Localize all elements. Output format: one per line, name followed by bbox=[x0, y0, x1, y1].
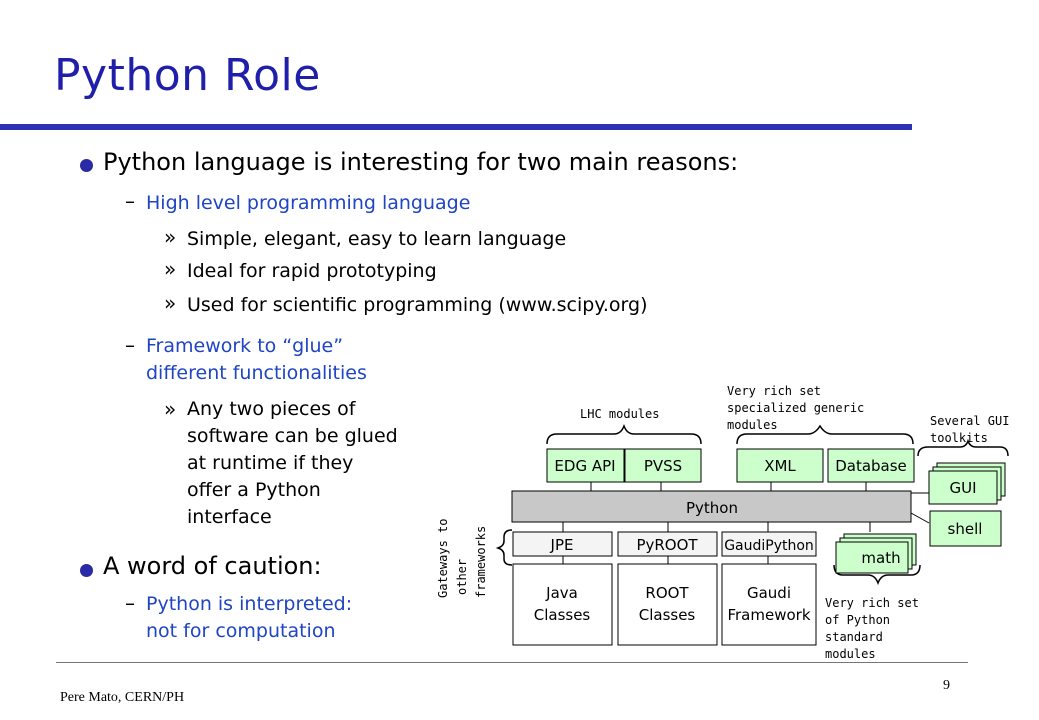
bullet-main-1: Python language is interesting for two m… bbox=[103, 148, 739, 176]
annotation-line: toolkits bbox=[930, 431, 988, 445]
slide-title: Python Role bbox=[54, 50, 321, 101]
sub2-item-line: Any two pieces of bbox=[187, 398, 356, 420]
dash-marker: – bbox=[125, 189, 135, 213]
lhc-modules-label: LHC modules bbox=[580, 407, 659, 421]
framework-label: Framework bbox=[727, 606, 810, 624]
database-box bbox=[827, 448, 915, 483]
annotation-line: Very rich set bbox=[825, 596, 919, 610]
bullet-main-2: A word of caution: bbox=[103, 552, 322, 580]
python-label: Python bbox=[686, 499, 738, 517]
annotation-line: modules bbox=[825, 647, 876, 661]
title-underline bbox=[0, 124, 912, 130]
sub2-item-line: software can be glued bbox=[187, 425, 398, 447]
dash-marker: – bbox=[125, 333, 135, 357]
sub2-item-line: interface bbox=[187, 506, 272, 528]
sub-bullet-1: High level programming language bbox=[146, 192, 471, 214]
annotation-line: Several GUI bbox=[930, 414, 1009, 428]
sub2-item: Any two pieces of software can be glued … bbox=[187, 396, 398, 531]
stdlib-bracket bbox=[833, 564, 921, 586]
module-label: XML bbox=[764, 457, 796, 475]
gaudi-framework-box bbox=[721, 563, 817, 646]
pvss-box bbox=[624, 448, 702, 483]
sub-bullet-2-line: different functionalities bbox=[146, 362, 367, 384]
shell-label: shell bbox=[948, 520, 983, 538]
gui-box bbox=[928, 470, 998, 505]
sub-bullet-2-line: Framework to “glue” bbox=[146, 335, 344, 357]
annotation-line: other bbox=[455, 559, 469, 595]
gateway-label: GaudiPython bbox=[724, 538, 814, 554]
raquo-marker: » bbox=[164, 397, 177, 421]
annotation-line: Gateways to bbox=[436, 519, 450, 598]
annotation-line: frameworks bbox=[474, 526, 488, 598]
java-classes-box bbox=[512, 563, 613, 646]
gateway-label: JPE bbox=[550, 536, 574, 554]
pyroot-box bbox=[617, 531, 718, 557]
jpe-box bbox=[512, 531, 613, 557]
footer-divider bbox=[56, 662, 968, 663]
xml-box bbox=[736, 448, 824, 483]
gaudipython-box bbox=[721, 531, 817, 557]
sub1-item: Simple, elegant, easy to learn language bbox=[187, 228, 567, 250]
annotation-line: of Python bbox=[825, 613, 890, 627]
sub1-item: Ideal for rapid prototyping bbox=[187, 260, 437, 282]
raquo-marker: » bbox=[164, 257, 177, 281]
python-bar bbox=[511, 490, 912, 523]
gateway-label: PyROOT bbox=[636, 536, 698, 554]
annotation-line: Very rich set bbox=[727, 384, 821, 398]
module-label: Database bbox=[835, 457, 907, 475]
math-box bbox=[835, 541, 909, 574]
lhc-bracket bbox=[546, 423, 702, 445]
bullet-icon bbox=[80, 159, 93, 172]
framework-label: ROOT bbox=[645, 584, 689, 602]
shell-box bbox=[929, 510, 1002, 547]
annotation-line: modules bbox=[727, 418, 778, 432]
bullet-icon bbox=[80, 564, 93, 577]
sub2-item-line: offer a Python bbox=[187, 479, 321, 501]
sub-bullet-3-line: Python is interpreted: bbox=[146, 593, 353, 615]
footer-author: Pere Mato, CERN/PH bbox=[60, 690, 185, 705]
sub2-item-line: at runtime if they bbox=[187, 452, 354, 474]
generic-bracket bbox=[736, 424, 914, 445]
dash-marker: – bbox=[125, 591, 135, 615]
module-label: PVSS bbox=[644, 457, 682, 475]
sub-bullet-2: Framework to “glue” different functional… bbox=[146, 333, 367, 387]
raquo-marker: » bbox=[164, 291, 177, 315]
gui-bracket bbox=[917, 438, 1009, 457]
module-label: EDG API bbox=[554, 457, 615, 475]
annotation-line: specialized generic bbox=[727, 401, 864, 415]
framework-label: Classes bbox=[639, 606, 696, 624]
raquo-marker: » bbox=[164, 225, 177, 249]
framework-label: Gaudi bbox=[747, 584, 791, 602]
root-classes-box bbox=[617, 563, 718, 646]
edg-api-box bbox=[546, 448, 625, 483]
framework-label: Java bbox=[545, 584, 578, 602]
gui-label: GUI bbox=[949, 479, 976, 497]
sub1-item: Used for scientific programming (www.sci… bbox=[187, 294, 648, 316]
gateway-bracket bbox=[495, 529, 513, 566]
framework-label: Classes bbox=[534, 606, 591, 624]
sub-bullet-3: Python is interpreted: not for computati… bbox=[146, 591, 352, 645]
page-number: 9 bbox=[943, 678, 950, 693]
annotation-line: standard bbox=[825, 630, 883, 644]
sub-bullet-3-line: not for computation bbox=[146, 620, 336, 642]
math-label: math bbox=[861, 549, 900, 567]
